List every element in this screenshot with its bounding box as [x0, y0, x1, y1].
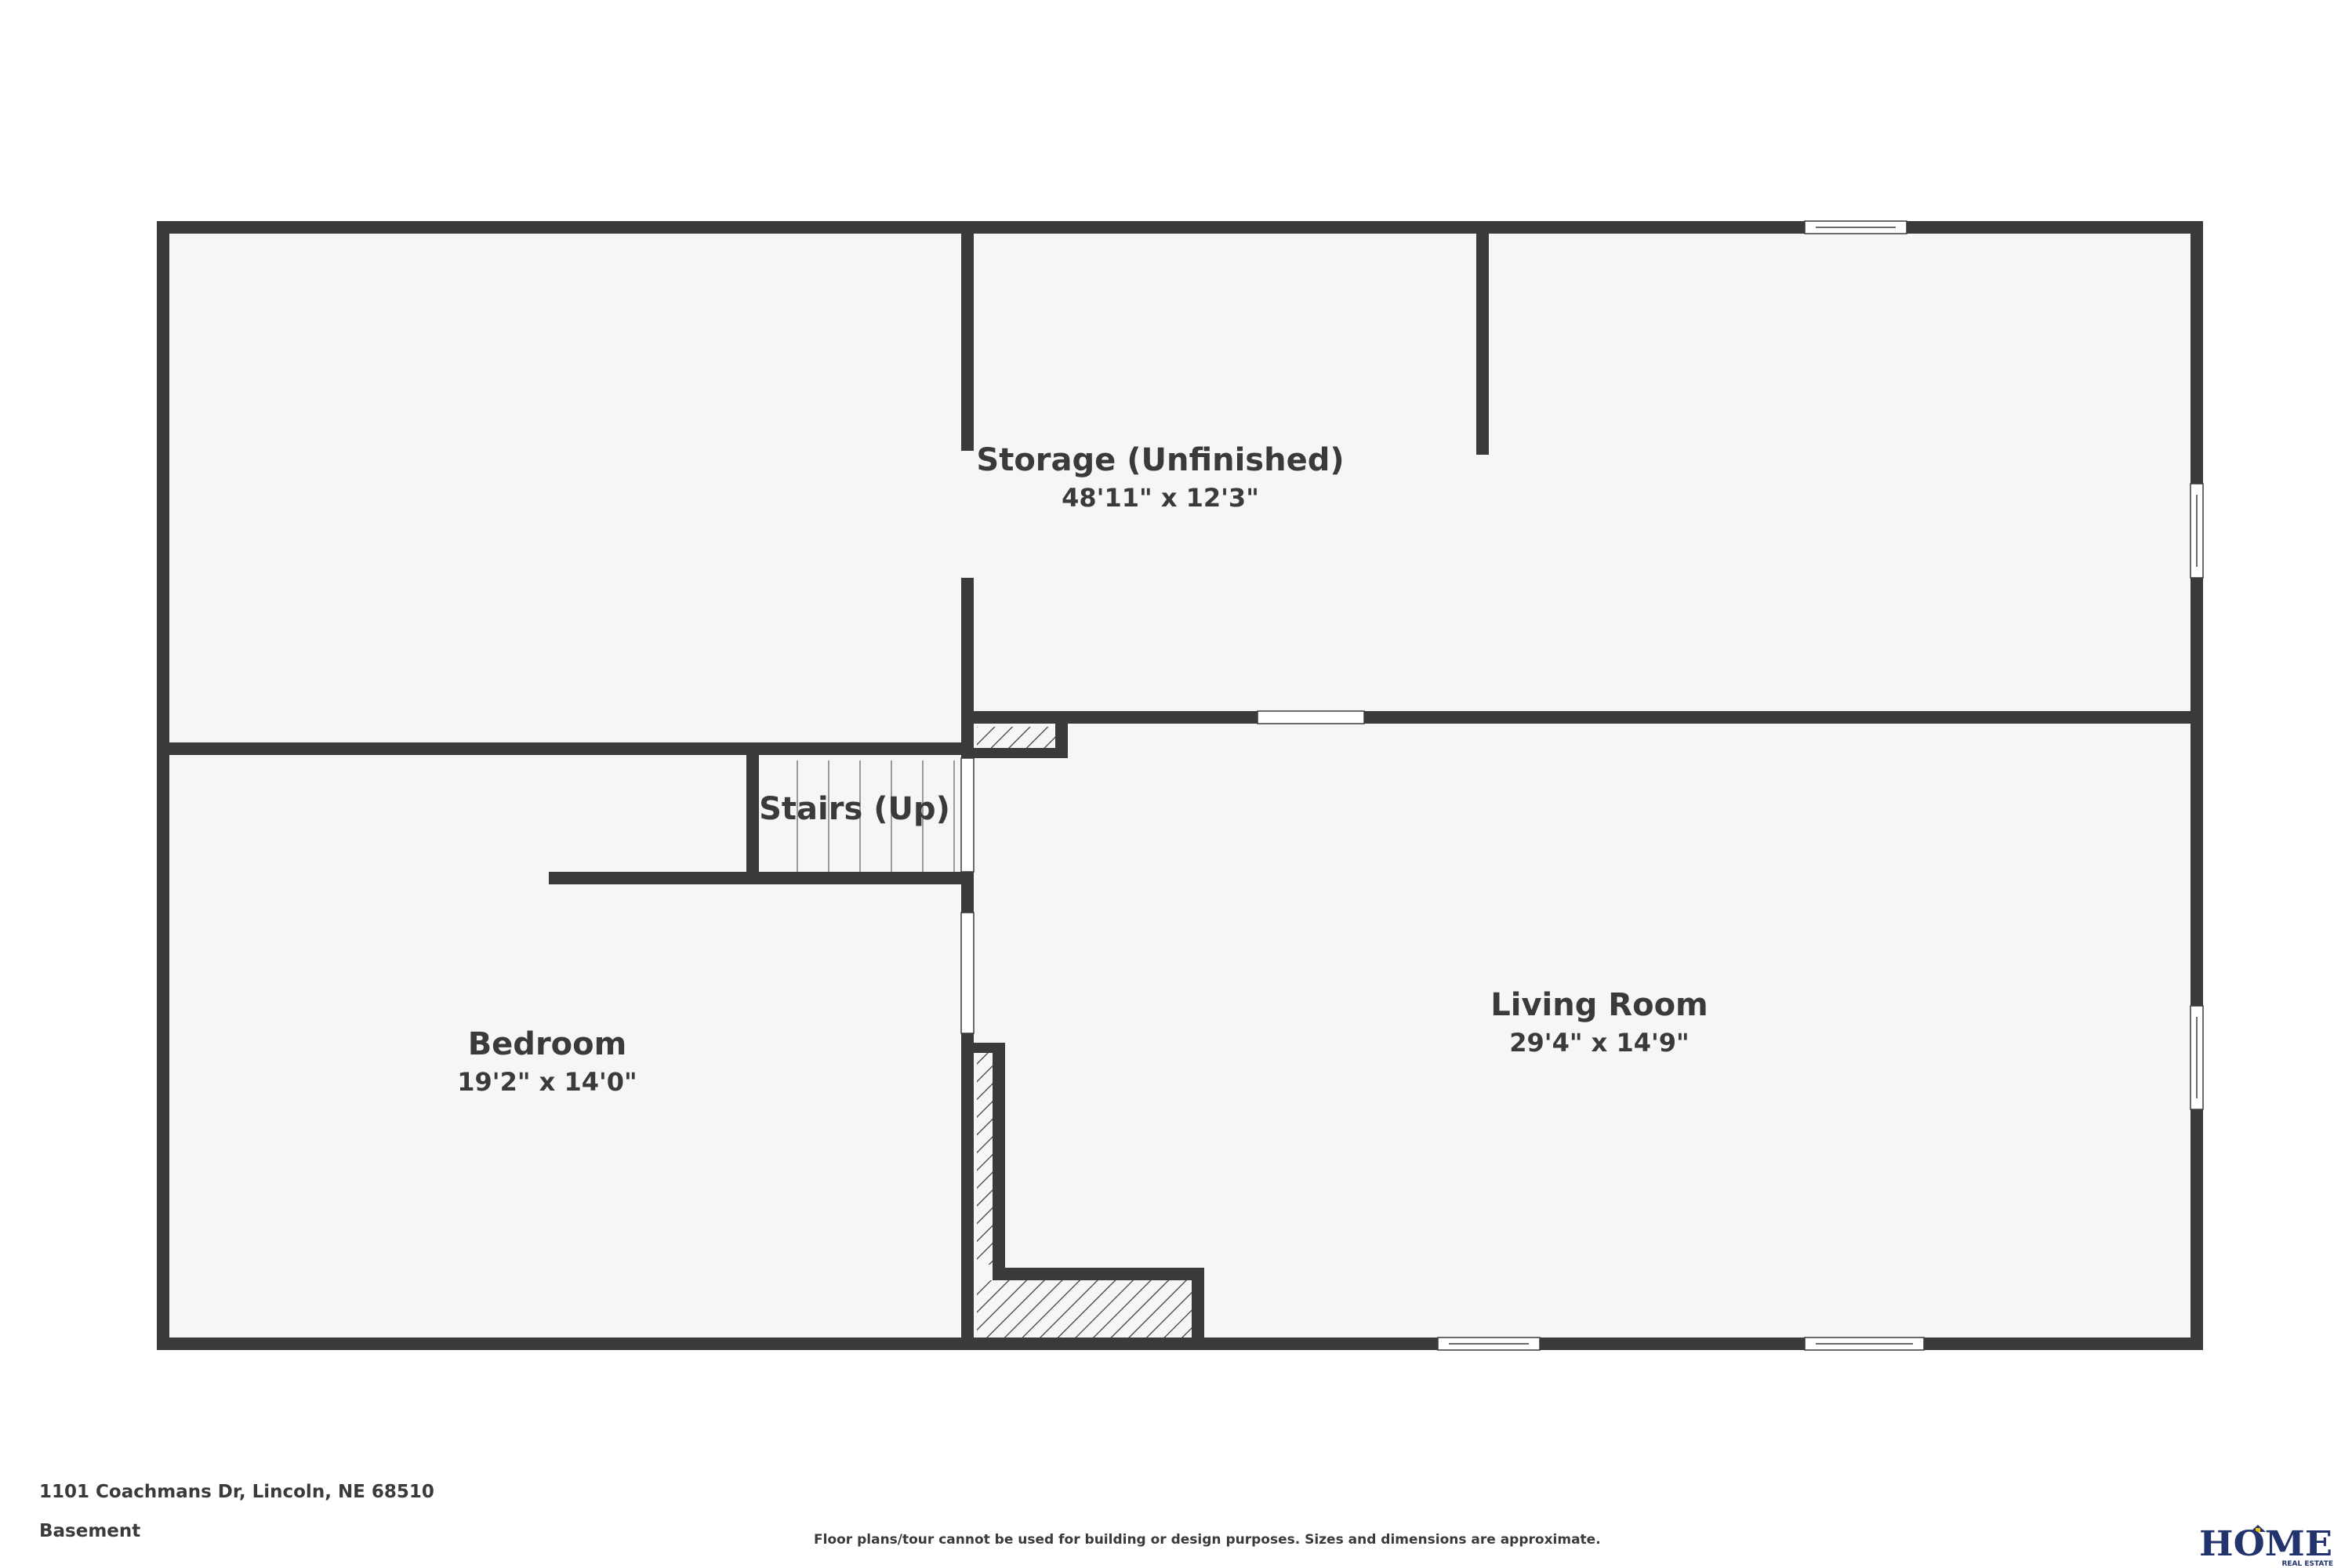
column-wall-right — [993, 1043, 1005, 1278]
stairs-bottom-wall — [549, 872, 974, 884]
large-closet-top-wall — [993, 1268, 1204, 1280]
hatched-closet-small — [977, 727, 1055, 748]
living-room-name: Living Room — [1490, 987, 1708, 1023]
floor-area — [163, 227, 2197, 1344]
living-top-wall-left — [967, 711, 1258, 724]
floor-level: Basement — [39, 1521, 141, 1541]
storage-partition-upper — [961, 227, 974, 451]
window-right-lower — [2190, 1005, 2204, 1110]
exterior-wall-bottom — [157, 1338, 2203, 1350]
living-top-wall-right — [1364, 711, 2197, 724]
exterior-wall-left — [157, 221, 169, 1350]
door-openings — [960, 710, 1365, 1034]
stairs-living-opening — [960, 757, 975, 873]
bedroom-top-wall — [163, 742, 974, 755]
storage-stub-wall — [1476, 227, 1489, 455]
window-top — [1804, 220, 1907, 234]
disclaimer-text: Floor plans/tour cannot be used for buil… — [814, 1532, 1601, 1548]
storage-living-opening — [1257, 710, 1365, 724]
bedroom-room-name: Bedroom — [468, 1026, 627, 1062]
storage-room-dims: 48'11" x 12'3" — [1062, 483, 1259, 513]
hatched-closet-large — [977, 1280, 1192, 1338]
house-roof-icon — [2250, 1525, 2266, 1532]
property-address: 1101 Coachmans Dr, Lincoln, NE 68510 — [39, 1482, 434, 1502]
storage-room-name: Storage (Unfinished) — [976, 442, 1344, 478]
window-right-upper — [2190, 483, 2204, 579]
exterior-wall-top — [157, 221, 2203, 234]
stairs-left-wall — [746, 742, 759, 884]
windows — [1437, 220, 2204, 1351]
logo-wordmark: HOME — [2199, 1524, 2332, 1564]
stairs-label: Stairs (Up) — [759, 791, 950, 827]
brand-logo: HOME REAL ESTATE — [2199, 1524, 2333, 1568]
bedroom-living-opening — [960, 912, 975, 1034]
window-bottom-right — [1804, 1337, 1925, 1351]
stair-treads — [797, 760, 955, 872]
logo-subtitle: REAL ESTATE — [2281, 1560, 2333, 1568]
hatched-column — [977, 1053, 993, 1265]
living-room-dims: 29'4" x 14'9" — [1509, 1028, 1689, 1058]
window-bottom-left — [1437, 1337, 1541, 1351]
large-closet-right-wall — [1192, 1268, 1204, 1344]
living-left-wall-mid — [961, 872, 974, 913]
exterior-wall-right — [2190, 221, 2203, 1350]
bedroom-room-dims: 19'2" x 14'0" — [457, 1067, 637, 1097]
closet-bottom-wall — [967, 748, 1068, 758]
living-left-wall-lower — [961, 1033, 974, 1344]
